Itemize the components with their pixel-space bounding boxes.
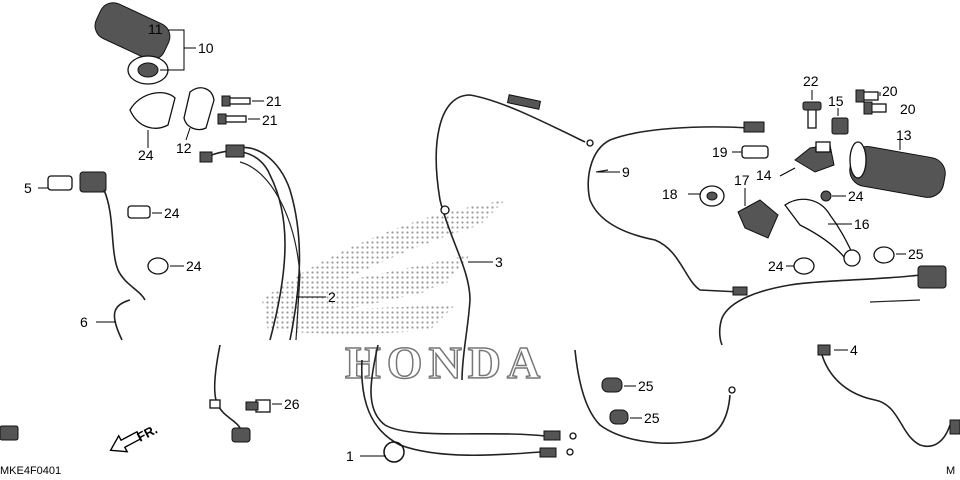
- callout-11: 13: [896, 127, 912, 143]
- callout-19: 19: [712, 144, 728, 160]
- bracket-15: [831, 117, 849, 135]
- callout-25b: 25: [644, 410, 660, 426]
- callout-3: 3: [495, 254, 503, 270]
- left-grip: [849, 141, 946, 198]
- wing-watermark: [262, 200, 505, 334]
- clamp-25b: [609, 409, 629, 425]
- clip-24c: [793, 257, 815, 275]
- callout-21a: 21: [266, 93, 282, 109]
- callout-15: 15: [828, 93, 844, 109]
- callout-21b: 21: [262, 112, 278, 128]
- clutch-cable: [587, 121, 765, 296]
- clamp-25a: [601, 377, 623, 393]
- direction-marker: FR.: [134, 422, 160, 445]
- bolt-22: [802, 101, 822, 129]
- callout-13: 24: [138, 147, 154, 163]
- callout-16: 17: [734, 172, 750, 188]
- throttle-cables: [199, 144, 301, 341]
- bolt-21-lower: [217, 113, 247, 125]
- bolt-21-upper: [221, 95, 251, 107]
- connector-bottom-left: [0, 425, 19, 441]
- bushing-18: [699, 185, 725, 207]
- bolt-20b: [863, 101, 887, 115]
- clip-24b: [147, 257, 169, 275]
- callout-10: 11: [148, 21, 163, 37]
- throttle-housing: [129, 87, 215, 131]
- lower-cables: [360, 344, 736, 463]
- throttle-grip: [94, 2, 171, 85]
- callout-5: 5: [24, 180, 32, 196]
- callout-25a: 25: [638, 378, 654, 394]
- choke-cable: [435, 94, 594, 381]
- callout-22: 22: [803, 73, 819, 89]
- callout-14: 14: [756, 167, 772, 183]
- callout-12: 12: [176, 140, 192, 156]
- clip-24a: [127, 205, 151, 219]
- diagram-code: MKE4F0401: [0, 465, 61, 477]
- callout-18: 18: [662, 186, 678, 202]
- front-arrow: [109, 430, 142, 453]
- callout-26: 26: [284, 396, 300, 412]
- diagram-code-right: M: [946, 465, 955, 477]
- switch-harness: [47, 171, 146, 341]
- callout-17: 16: [854, 216, 870, 232]
- callout-9: 10: [198, 40, 214, 56]
- callout-1: 1: [346, 448, 354, 464]
- adjuster-19: [741, 145, 769, 159]
- sensor-harness: [209, 344, 271, 443]
- callout-8: 9: [622, 164, 630, 180]
- callout-24d: 25: [908, 246, 924, 262]
- callout-6: 6: [80, 314, 88, 330]
- switch-16: [737, 199, 779, 239]
- clutch-lever-17: [784, 198, 861, 267]
- callout-24c: 24: [768, 258, 784, 274]
- callout-20b: 20: [900, 101, 916, 117]
- callout-24a: 24: [164, 205, 180, 221]
- callout-20a: 20: [882, 83, 898, 99]
- holder-14: [794, 141, 835, 173]
- callout-24b: 24: [186, 258, 202, 274]
- brand-watermark: HONDA: [345, 337, 546, 388]
- callout-4: 4: [850, 342, 858, 358]
- callout-23: 24: [848, 188, 864, 204]
- nut-23: [820, 190, 832, 202]
- bolt-20a: [855, 89, 879, 103]
- right-harness: [718, 265, 960, 447]
- clip-24d: [873, 246, 895, 264]
- callout-2: 2: [328, 289, 336, 305]
